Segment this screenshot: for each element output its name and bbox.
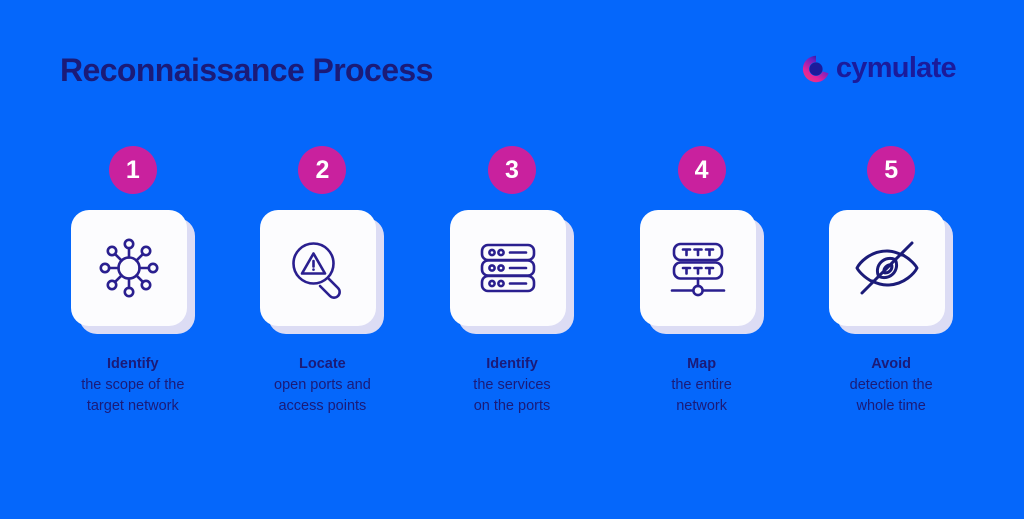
step-icon-card bbox=[70, 210, 195, 334]
card-face bbox=[70, 210, 187, 326]
card-face bbox=[260, 210, 377, 326]
step-icon-card bbox=[639, 210, 764, 334]
caption-lead: Map bbox=[687, 356, 717, 372]
steps-row: 1 bbox=[0, 146, 1024, 417]
step-number-badge: 4 bbox=[677, 146, 726, 194]
step-number-badge: 3 bbox=[487, 146, 536, 194]
step-number-badge: 5 bbox=[867, 146, 916, 194]
caption-lead: Locate bbox=[299, 356, 346, 372]
caption-lead: Avoid bbox=[871, 356, 912, 372]
step-caption: Locate open ports and access points bbox=[274, 354, 371, 417]
eye-slash-icon bbox=[853, 234, 921, 302]
step-caption: Avoid detection the whole time bbox=[850, 354, 933, 417]
caption-line-3: whole time bbox=[856, 398, 926, 415]
step-icon-card bbox=[449, 210, 574, 334]
step-1: 1 bbox=[38, 146, 228, 417]
caption-line-2: detection the bbox=[849, 377, 933, 394]
caption-lead: Identify bbox=[107, 356, 159, 372]
step-caption: Identify the scope of the target network bbox=[81, 354, 184, 417]
brand-name: cymulate bbox=[835, 52, 957, 84]
caption-line-2: the services bbox=[473, 377, 551, 394]
step-caption: Identify the services on the ports bbox=[473, 354, 550, 417]
card-face bbox=[829, 210, 946, 326]
caption-line-3: on the ports bbox=[473, 398, 551, 415]
step-5: 5 bbox=[796, 146, 986, 417]
network-map-icon bbox=[664, 234, 732, 302]
step-icon-card bbox=[260, 210, 385, 334]
caption-line-3: target network bbox=[86, 398, 179, 415]
step-4: 4 bbox=[607, 146, 797, 417]
step-number-badge: 2 bbox=[298, 146, 347, 194]
caption-line-2: the entire bbox=[671, 377, 732, 394]
server-stack-icon bbox=[474, 234, 542, 302]
caption-lead: Identify bbox=[486, 356, 538, 372]
cymulate-logo-icon bbox=[802, 55, 830, 83]
step-icon-card bbox=[829, 210, 954, 334]
step-2: 2 Locate open bbox=[228, 146, 418, 417]
card-face bbox=[449, 210, 566, 326]
caption-line-2: open ports and bbox=[274, 377, 371, 394]
step-number-badge: 1 bbox=[108, 146, 157, 194]
card-face bbox=[639, 210, 756, 326]
step-3: 3 bbox=[417, 146, 607, 417]
caption-line-3: network bbox=[676, 398, 727, 415]
page-title: Reconnaissance Process bbox=[60, 52, 433, 88]
magnifier-warning-icon bbox=[284, 234, 352, 302]
step-caption: Map the entire network bbox=[671, 354, 731, 417]
network-hub-icon bbox=[95, 234, 163, 302]
caption-line-3: access points bbox=[278, 398, 367, 415]
caption-line-2: the scope of the bbox=[81, 377, 185, 394]
brand-logo: cymulate bbox=[802, 52, 957, 84]
